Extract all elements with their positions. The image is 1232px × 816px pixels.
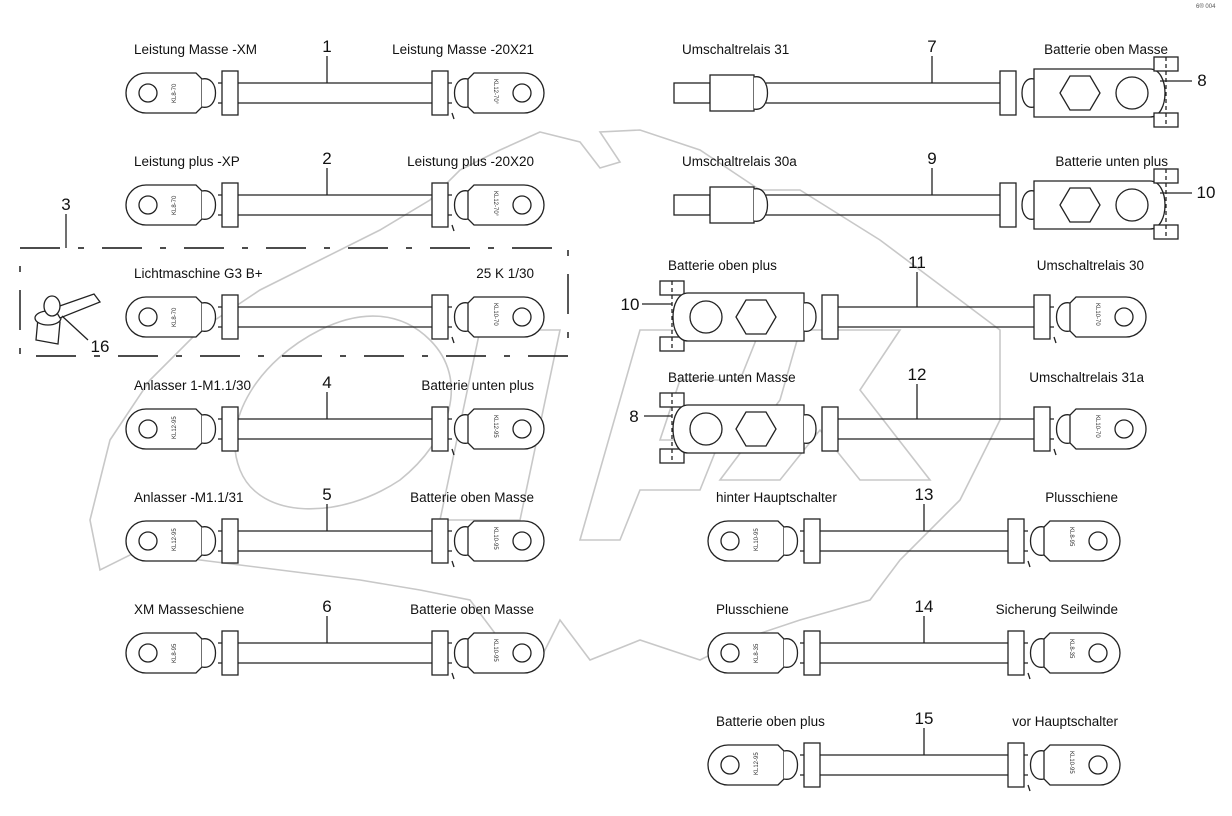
label-left: Batterie oben plus [668, 258, 777, 273]
cable-item: KL8-35 KL8-35 [707, 630, 1121, 680]
label-left: Batterie oben plus [716, 714, 825, 729]
label-left: Leistung Masse -XM [134, 42, 257, 57]
label-left: Umschaltrelais 30a [682, 154, 797, 169]
cable-number: 11 [908, 253, 926, 272]
label-right: Leistung Masse -20X21 [392, 42, 534, 57]
label-right: Umschaltrelais 30 [1037, 258, 1144, 273]
cable-number: 4 [322, 373, 331, 392]
label-right: Umschaltrelais 31a [1029, 370, 1144, 385]
lug-code-label: KL8-95 [172, 643, 178, 663]
clamp-callout: 10 [621, 295, 640, 314]
lug-code-label: KL10-95 [754, 528, 760, 551]
lug-code-label: KL10-95 [492, 527, 498, 550]
inset-number: 3 [61, 195, 70, 214]
cable-number: 1 [322, 37, 331, 56]
lug-code-label: KL12-95 [172, 416, 178, 439]
label-left: Leistung plus -XP [134, 154, 240, 169]
cable-number: 15 [915, 709, 934, 728]
cable-number: 14 [915, 597, 934, 616]
label-left: Lichtmaschine G3 B+ [134, 266, 263, 281]
cable-number: 5 [322, 485, 331, 504]
label-right: vor Hauptschalter [1012, 714, 1118, 729]
cable-item [673, 168, 1179, 240]
cable-number: 12 [908, 365, 927, 384]
label-right: Batterie oben Masse [1044, 42, 1168, 57]
label-right: Batterie oben Masse [410, 602, 534, 617]
cable-number: 7 [927, 37, 936, 56]
lug-code-label: KL8-95 [1068, 527, 1074, 547]
lug-code-label: KL10-95 [1068, 751, 1074, 774]
label-left: XM Masseschiene [134, 602, 244, 617]
label-right: Plusschiene [1045, 490, 1118, 505]
lug-code-label: KL8-70 [172, 307, 178, 327]
lug-code-label: KL8-35 [754, 643, 760, 663]
label-right: Leistung plus -20X20 [407, 154, 534, 169]
clamp-callout: 10 [1197, 183, 1216, 202]
clamp-callout: 8 [1197, 71, 1206, 90]
label-right: 25 K 1/30 [476, 266, 534, 281]
cable-item: KL10-70 [659, 280, 1147, 352]
lug-code-label: KL12-70° [492, 191, 498, 217]
lug-code-label: KL12-95 [754, 752, 760, 775]
cable-number: 6 [322, 597, 331, 616]
cable-item [673, 56, 1179, 128]
cable-number: 9 [927, 149, 936, 168]
lug-code-label: KL8-70 [172, 195, 178, 215]
cable-item: KL8-70 KL10-70 [125, 294, 545, 344]
cable-item: KL8-70 KL12-70° [125, 70, 545, 120]
label-left: Anlasser -M1.1/31 [134, 490, 244, 505]
label-left: Anlasser 1-M1.1/30 [134, 378, 251, 393]
cable-item: KL8-95 KL10-95 [125, 630, 545, 680]
lug-code-label: KL12-95 [172, 528, 178, 551]
cable-item: KL12-95 KL10-95 [707, 742, 1121, 792]
cable-item: KL12-95 KL10-95 [125, 518, 545, 568]
lug-code-label: KL10-95 [492, 639, 498, 662]
lug-code-label: KL8-35 [1068, 639, 1074, 659]
cable-item: KL10-70 [659, 392, 1147, 464]
clamp-callout: 8 [629, 407, 638, 426]
lug-code-label: KL10-70 [492, 303, 498, 326]
lug-code-label: KL8-70 [172, 83, 178, 103]
label-right: Sicherung Seilwinde [996, 602, 1118, 617]
label-left: Umschaltrelais 31 [682, 42, 789, 57]
label-left: Batterie unten Masse [668, 370, 796, 385]
inset-frame [19, 214, 569, 357]
cable-item: KL10-95 KL8-95 [707, 518, 1121, 568]
label-right: Batterie oben Masse [410, 490, 534, 505]
cable-number: 13 [915, 485, 934, 504]
label-left: hinter Hauptschalter [716, 490, 837, 505]
inset-part-number: 16 [91, 337, 110, 356]
label-left: Plusschiene [716, 602, 789, 617]
cable-item: KL8-70 KL12-70° [125, 182, 545, 232]
corner-code: 6® 004 [1196, 4, 1216, 10]
cable-item: KL12-95 KL12-95 [125, 406, 545, 456]
lug-code-label: KL10-70 [1094, 303, 1100, 326]
lug-code-label: KL12-95 [492, 415, 498, 438]
lug-code-label: KL12-70° [492, 79, 498, 105]
terminal-part-icon [34, 293, 102, 345]
lug-code-label: KL10-70 [1094, 415, 1100, 438]
label-right: Batterie unten plus [1055, 154, 1168, 169]
cable-number: 2 [322, 149, 331, 168]
label-right: Batterie unten plus [421, 378, 534, 393]
